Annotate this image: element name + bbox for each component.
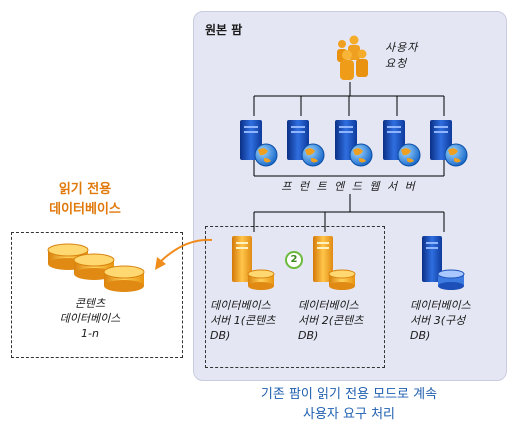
- step-badge: 2: [285, 251, 303, 269]
- readonly-title-line: 데이터베이스: [49, 202, 121, 217]
- db-server-1-line: 서버 1(콘텐츠: [210, 314, 276, 327]
- content-database-label: 콘텐츠 데이터베이스 1-n: [30, 296, 150, 341]
- bottom-caption: 기존 팜이 읽기 전용 모드로 계속 사용자 요구 처리: [193, 385, 505, 425]
- front-end-web-server-label: 프 런 트 엔 드 웹 서 버: [281, 180, 417, 193]
- web-server-icon: [383, 120, 421, 167]
- db-server-1-line: DB): [210, 329, 231, 342]
- web-server-icon: [430, 120, 468, 167]
- db-server-2-line: DB): [298, 329, 319, 342]
- content-db-group-box: [205, 226, 385, 368]
- web-server-icon: [287, 120, 325, 167]
- db-server-2-line: 서버 2(콘텐츠: [298, 314, 364, 327]
- db-server-1-label: 데이터베이스 서버 1(콘텐츠 DB): [210, 298, 275, 343]
- database-server-icon: [313, 236, 356, 290]
- readonly-title-line: 읽기 전용: [58, 182, 112, 197]
- db-server-3-label: 데이터베이스 서버 3(구성 DB): [410, 298, 471, 343]
- readonly-arrow: [155, 238, 213, 270]
- content-db-line: 데이터베이스: [59, 312, 121, 325]
- db-server-3-line: DB): [410, 329, 431, 342]
- db-server-3-line: 데이터베이스: [410, 299, 471, 312]
- content-db-line: 콘텐츠: [74, 297, 106, 310]
- user-request-line: 사용자: [385, 41, 419, 54]
- db-server-2-line: 데이터베이스: [298, 299, 359, 312]
- web-server-icon: [240, 120, 278, 167]
- database-server-icon: [422, 236, 465, 290]
- connector-lines: [253, 82, 445, 232]
- caption-line: 기존 팜이 읽기 전용 모드로 계속: [260, 387, 438, 402]
- readonly-database-box: [11, 232, 183, 358]
- farm-title: 원본 팜: [205, 23, 243, 37]
- database-server-icon: [232, 236, 275, 290]
- web-server-icon: [335, 120, 373, 167]
- user-group-icon: [337, 35, 368, 80]
- user-request-line: 요청: [385, 57, 408, 70]
- db-server-1-line: 데이터베이스: [210, 299, 271, 312]
- caption-line: 사용자 요구 처리: [303, 407, 395, 422]
- content-db-line: 1-n: [81, 327, 99, 340]
- user-request-label: 사용자 요청: [385, 40, 418, 72]
- content-database-icon: [47, 243, 145, 292]
- readonly-database-title: 읽기 전용 데이터베이스: [20, 180, 150, 220]
- db-server-3-line: 서버 3(구성: [410, 314, 466, 327]
- db-server-2-label: 데이터베이스 서버 2(콘텐츠 DB): [298, 298, 363, 343]
